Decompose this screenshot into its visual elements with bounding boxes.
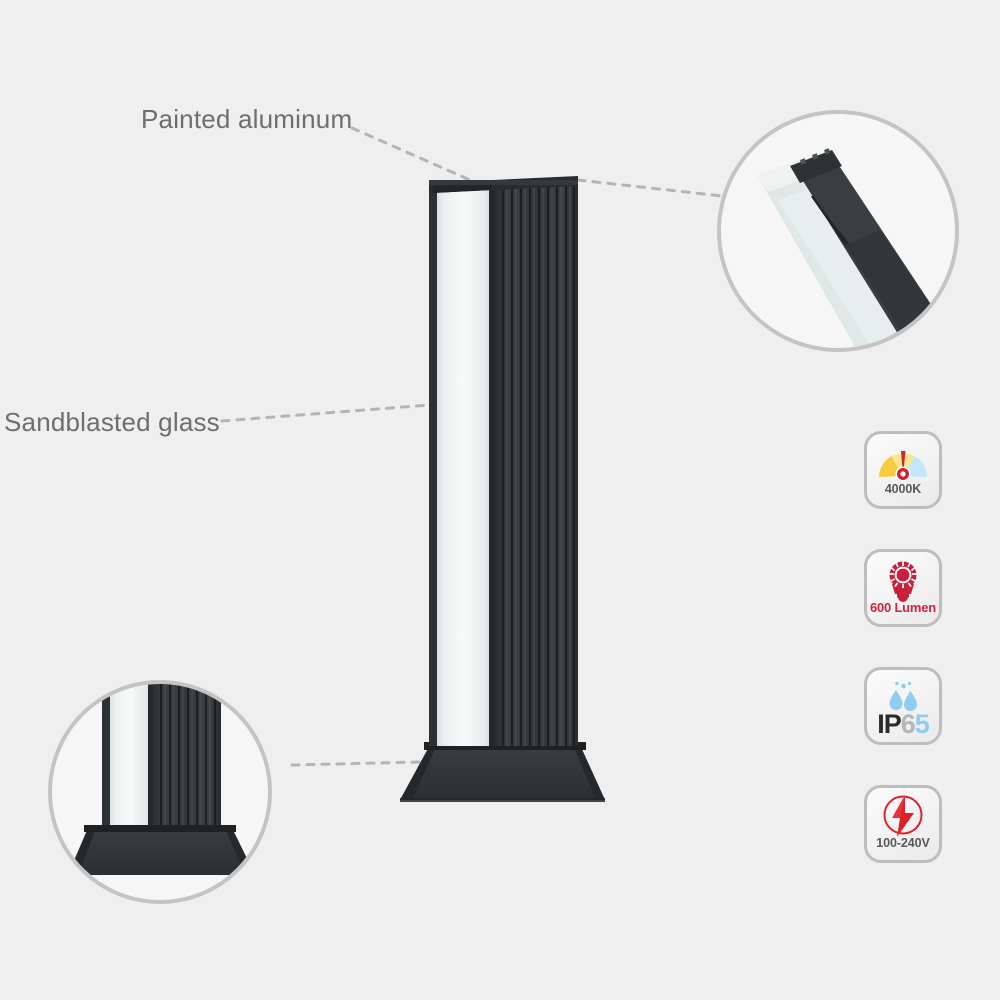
badge-label-ip65: IP65 [877, 709, 930, 739]
badge-color-temperature: 4000K [864, 431, 942, 509]
leader-line-glass [220, 400, 470, 423]
leader-lines [220, 126, 724, 767]
badge-input-voltage: 100-240V [864, 785, 942, 863]
gauge-icon [874, 441, 932, 483]
glass-panel [434, 186, 492, 746]
water-drop-icon [882, 679, 924, 713]
ip-digit-six: 6 [900, 709, 916, 739]
leader-line-aluminum-right [576, 178, 724, 198]
detail-circle-top-edge [717, 110, 959, 352]
detail-circle-base [48, 680, 272, 904]
bollard-main [400, 176, 605, 802]
light-bulb-icon [880, 559, 926, 602]
ip-prefix: IP [877, 709, 901, 739]
bollard-base [400, 742, 605, 802]
body-ribs [501, 180, 576, 746]
callout-label-sandblasted-glass: Sandblasted glass [4, 407, 220, 437]
badge-luminous-flux: 600 Lumen [864, 549, 942, 627]
leader-line-base [290, 760, 422, 767]
leader-line-aluminum [350, 126, 472, 182]
lightning-bolt-icon [879, 795, 927, 837]
badge-label-lumen: 600 Lumen [869, 600, 937, 615]
aluminum-body [495, 180, 578, 746]
badge-ingress-protection: IP65 [864, 667, 942, 745]
badge-label-cct: 4000K [884, 482, 922, 496]
badge-label-voltage: 100-240V [876, 836, 930, 850]
ip-digit-five: 5 [914, 709, 930, 739]
callout-label-painted-aluminum: Painted aluminum [141, 104, 353, 134]
